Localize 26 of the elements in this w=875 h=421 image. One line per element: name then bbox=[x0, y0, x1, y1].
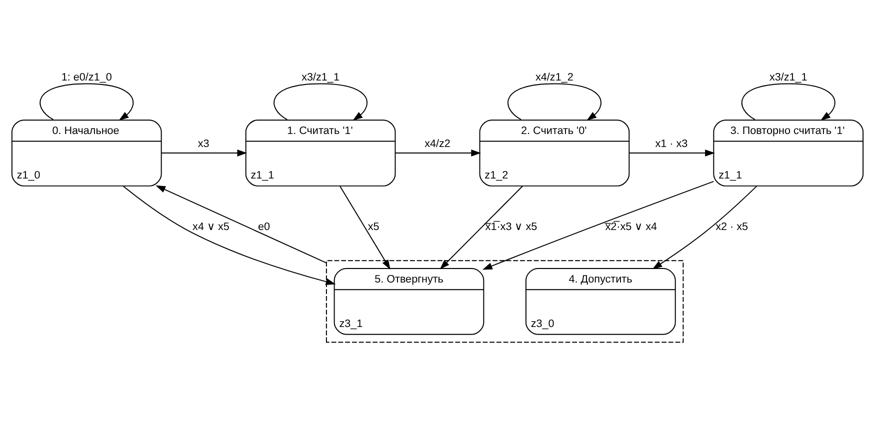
arrow bbox=[482, 180, 714, 270]
edge-label: x4/z2 bbox=[424, 137, 450, 150]
arrow bbox=[440, 185, 524, 269]
arrow bbox=[274, 82, 368, 120]
arrow bbox=[508, 82, 602, 120]
edge-label: x4/z1_2 bbox=[536, 71, 574, 84]
arrow bbox=[40, 82, 134, 120]
edge-label: e0 bbox=[258, 220, 270, 232]
arrow bbox=[395, 149, 481, 156]
edge-label: x2 · x5 bbox=[716, 220, 748, 232]
edge-label: x1 · x3 bbox=[655, 137, 688, 150]
edge-label: x3/z1_1 bbox=[769, 71, 808, 84]
arrow bbox=[339, 185, 390, 270]
edge-label: x5 bbox=[368, 220, 380, 232]
edge-label: x3 bbox=[198, 137, 210, 150]
arrow bbox=[122, 185, 336, 285]
edge-label: 1: e0/z1_0 bbox=[61, 71, 112, 84]
arrow bbox=[156, 184, 327, 263]
arrow bbox=[741, 82, 836, 120]
arrow bbox=[652, 185, 758, 269]
arrow bbox=[628, 149, 715, 156]
edge-label: x̅2̅·x5 ∨ x4 bbox=[605, 220, 658, 232]
edge-label: x̅1̅·x3 ∨ x5 bbox=[485, 220, 538, 232]
edge-label: x3/z1_1 bbox=[302, 71, 340, 84]
arrow bbox=[161, 149, 248, 156]
edge-label: x4 ∨ x5 bbox=[192, 220, 230, 232]
